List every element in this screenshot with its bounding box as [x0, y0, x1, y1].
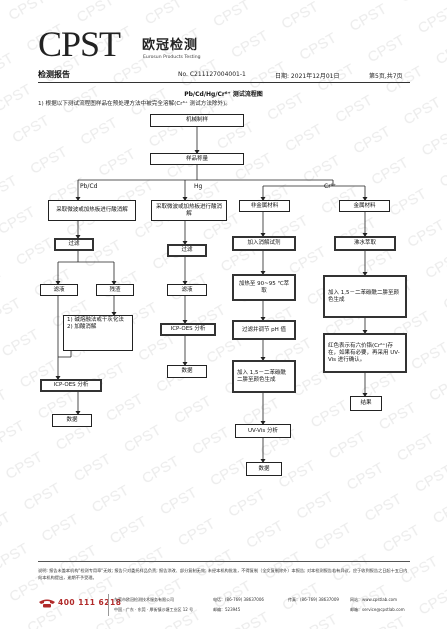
branch-label-pbcd: Pb/Cd	[80, 183, 98, 190]
flow-pbcd-filter: 过滤	[54, 238, 94, 251]
flow-nonmetal-add-dpc: 加入 1,5－二苯碳酰二肼至颜色生成	[232, 360, 296, 393]
footer-postcode: 邮编：523945	[213, 607, 241, 612]
flow-hg-filtrate: 滤液	[167, 284, 207, 296]
footer-website: 网站：www.cpstlab.com	[350, 597, 398, 602]
flow-nonmetal-material: 非金属材料	[239, 200, 290, 212]
page-number: 第5页,共7页	[369, 73, 403, 80]
flow-metal-add-dpc: 加入 1,5－二苯碳酰二肼至颜色生成	[323, 275, 407, 318]
brand-chinese-name: 欧冠检测	[142, 38, 199, 53]
flow-metal-result: 结果	[350, 396, 382, 411]
branch-label-hg: Hg	[194, 183, 203, 190]
footer-disclaimer: 说明: 报告未盖本机构"检测专用章"无效; 报告只对委托样品负责; 报告涂改、部…	[38, 568, 408, 580]
flow-metal-material: 金属材料	[339, 200, 390, 212]
flow-nonmetal-filter-ph: 过滤并调节 pH 值	[232, 320, 296, 340]
flow-step-weighing: 样品称量	[150, 153, 244, 165]
flow-hg-digestion: 采取微波或加热板进行酸消解	[151, 200, 227, 221]
flow-pbcd-digestion: 采取微波或加热板进行酸消解	[48, 200, 136, 221]
flow-nonmetal-data: 数据	[246, 462, 282, 476]
residue-step-1: 1) 碱熔融法或干灰化法	[67, 317, 124, 323]
flow-hg-icp: ICP-OES 分析	[160, 323, 216, 336]
flow-nonmetal-uvvis: UV-Vis 分析	[235, 424, 291, 438]
flow-metal-red-indication: 红色表示有六价铬(Cr⁶⁺)存在，如果有必要，再采用 UV-Vis 进行确认。	[323, 333, 407, 373]
footer-rule	[38, 561, 410, 562]
report-number: No. C211127004001-1	[178, 71, 246, 78]
footer-company: 东莞市欧冠检测技术服务有限公司	[114, 597, 174, 602]
flow-pbcd-data: 数据	[52, 414, 92, 427]
brand-logo: CPST	[38, 24, 121, 64]
header-rule	[38, 82, 410, 83]
section-title: Pb/Cd/Hg/Cr⁶⁺ 测试流程图	[184, 91, 263, 98]
flow-metal-boil-extract: 沸水萃取	[334, 236, 396, 251]
flow-hg-filter: 过滤	[167, 244, 207, 257]
flow-hg-data: 数据	[167, 365, 207, 378]
flow-nonmetal-heat-extract: 加热至 90~95 ℃萃取	[232, 274, 296, 301]
flow-step-cutting: 机械制样	[150, 114, 244, 127]
flow-pbcd-residue-steps: 1) 碱熔融法或干灰化法 2) 加酸消解	[63, 315, 133, 351]
footer-email: 邮箱：service@cpstlab.com	[350, 607, 405, 612]
residue-step-2: 2) 加酸消解	[67, 324, 97, 330]
report-title: 检测报告	[38, 70, 70, 79]
flow-pbcd-icp: ICP-OES 分析	[40, 379, 102, 392]
intro-text: 1) 根据以下测试流程图样品在预处理方法中被完全溶解(Cr⁶⁺ 测试方法除外)。	[38, 101, 231, 107]
flow-pbcd-residue: 残渣	[96, 284, 134, 296]
flow-pbcd-filtrate: 滤液	[40, 284, 78, 296]
footer-tel: 电话：(86-769) 38637006	[213, 597, 264, 602]
flow-nonmetal-add-reagent: 加入消解试剂	[232, 236, 296, 251]
branch-label-cr6: Cr⁶⁺	[324, 183, 337, 190]
brand-english-name: Eurosun Products Testing	[143, 55, 201, 60]
service-hotline: 400 111 6218	[58, 598, 122, 607]
footer-separator	[108, 594, 109, 616]
telephone-icon	[39, 599, 55, 608]
footer-address: 中国 · 广东 · 东莞 · 厚街镇沙塘工业区 12 号	[114, 607, 194, 612]
footer-fax: 传真：(86-769) 38637009	[288, 597, 339, 602]
report-date: 日期: 2021年12月01日	[275, 73, 340, 80]
